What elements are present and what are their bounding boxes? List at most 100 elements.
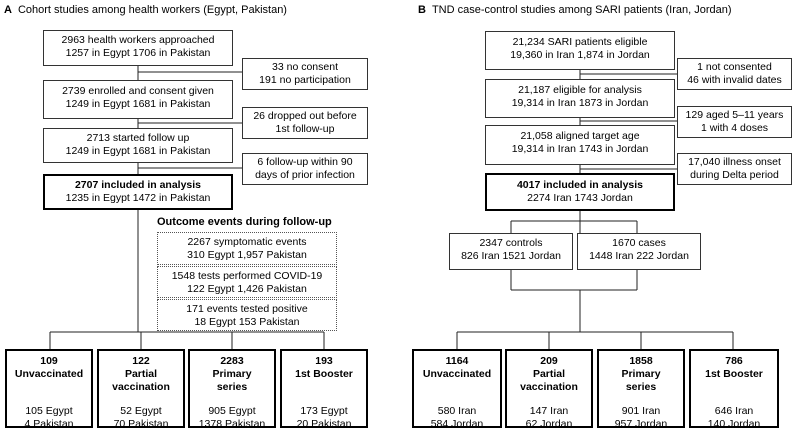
a-analysis-split: 1235 in Egypt 1472 in Pakistan xyxy=(65,192,211,204)
panel-a-letter: A xyxy=(4,4,12,16)
b-excl-2-line1: 129 aged 5–11 years xyxy=(685,109,784,121)
b-excl-1-line2: 46 with invalid dates xyxy=(687,74,782,86)
b-analysis-eligible-split: 19,314 in Iran 1873 in Jordan xyxy=(511,97,649,109)
panel-b-title-text: TND case-control studies among SARI pati… xyxy=(431,4,732,16)
b-final-partial-box: 209 Partial vaccination 147 Iran 62 Jord… xyxy=(505,349,593,430)
a-final-3-c2: 1378 Pakistan xyxy=(198,418,266,430)
a-followup-split: 1249 in Egypt 1681 in Pakistan xyxy=(65,145,211,157)
a-excl-3-line1: 6 follow-up within 90 xyxy=(257,156,353,168)
a-excl-1-line1: 33 no consent xyxy=(272,61,338,73)
a-analysis-box: 2707 included in analysis 1235 in Egypt … xyxy=(43,174,233,210)
b-eligible-split: 19,360 in Iran 1,874 in Jordan xyxy=(510,49,650,61)
b-excl-3-line2: during Delta period xyxy=(690,169,779,181)
a-enrolled-box: 2739 enrolled and consent given 1249 in … xyxy=(43,80,233,119)
a-enrolled-total: 2739 enrolled and consent given xyxy=(62,85,214,97)
a-final-3-label1: Primary xyxy=(212,368,252,380)
a-followup-box: 2713 started follow up 1249 in Egypt 168… xyxy=(43,128,233,163)
a-final-primary-box: 2283 Primary series 905 Egypt 1378 Pakis… xyxy=(188,349,276,430)
b-final-1-n: 1164 xyxy=(445,355,469,367)
b-final-3-n: 1858 xyxy=(629,355,653,367)
panel-b-title: B TND case-control studies among SARI pat… xyxy=(418,4,732,16)
b-controls-box: 2347 controls 826 Iran 1521 Jordan xyxy=(449,233,573,270)
a-final-4-label: 1st Booster xyxy=(295,368,353,380)
a-final-unvaccinated-box: 109 Unvaccinated 105 Egypt 4 Pakistan xyxy=(5,349,93,430)
a-outcome-2-line1: 1548 tests performed COVID-19 xyxy=(171,270,323,282)
a-excl-2-line2: 1st follow-up xyxy=(275,123,335,135)
a-outcome-1-line2: 310 Egypt 1,957 Pakistan xyxy=(187,249,307,261)
a-excl-3-box: 6 follow-up within 90 days of prior infe… xyxy=(242,153,368,185)
a-final-1-n: 109 xyxy=(40,355,58,367)
b-final-4-c1: 646 Iran xyxy=(714,405,754,417)
b-analysis-total: 4017 included in analysis xyxy=(516,179,644,191)
a-approached-split: 1257 in Egypt 1706 in Pakistan xyxy=(65,47,211,59)
b-cases-split: 1448 Iran 222 Jordan xyxy=(589,250,689,262)
b-final-2-label2: vaccination xyxy=(520,381,578,393)
a-final-2-c2: 70 Pakistan xyxy=(113,418,169,430)
a-final-booster-box: 193 1st Booster 173 Egypt 20 Pakistan xyxy=(280,349,368,430)
a-outcome-1-line1: 2267 symptomatic events xyxy=(187,236,307,248)
b-final-4-label: 1st Booster xyxy=(705,368,763,380)
b-final-1-c2: 584 Jordan xyxy=(430,418,484,430)
b-final-2-label1: Partial xyxy=(532,368,566,380)
a-final-1-c1: 105 Egypt xyxy=(25,405,73,417)
b-controls-split: 826 Iran 1521 Jordan xyxy=(461,250,561,262)
b-final-3-c2: 957 Jordan xyxy=(614,418,668,430)
panel-b-letter: B xyxy=(418,4,426,16)
b-excl-2-box: 129 aged 5–11 years 1 with 4 doses xyxy=(677,106,792,138)
b-final-1-c1: 580 Iran xyxy=(437,405,477,417)
a-excl-2-line1: 26 dropped out before xyxy=(253,110,357,122)
b-final-1-label: Unvaccinated xyxy=(422,368,492,380)
a-outcome-2-box: 1548 tests performed COVID-19 122 Egypt … xyxy=(157,266,337,298)
b-excl-3-box: 17,040 illness onset during Delta period xyxy=(677,153,792,185)
b-final-3-label2: series xyxy=(625,381,657,393)
b-eligible-box: 21,234 SARI patients eligible 19,360 in … xyxy=(485,31,675,70)
a-final-3-n: 2283 xyxy=(220,355,244,367)
a-excl-1-line2: 191 no participation xyxy=(259,74,351,86)
a-final-2-n: 122 xyxy=(132,355,150,367)
a-outcome-1-box: 2267 symptomatic events 310 Egypt 1,957 … xyxy=(157,232,337,265)
b-final-primary-box: 1858 Primary series 901 Iran 957 Jordan xyxy=(597,349,685,430)
a-final-2-label1: Partial xyxy=(124,368,158,380)
b-final-3-c1: 901 Iran xyxy=(621,405,661,417)
b-excl-2-line2: 1 with 4 doses xyxy=(700,122,769,134)
a-outcome-3-line2: 18 Egypt 153 Pakistan xyxy=(194,316,300,328)
b-excl-1-box: 1 not consented 46 with invalid dates xyxy=(677,58,792,90)
b-cases-total: 1670 cases xyxy=(612,237,666,249)
b-age-total: 21,058 aligned target age xyxy=(520,130,640,142)
a-analysis-total: 2707 included in analysis xyxy=(74,179,202,191)
a-final-4-c2: 20 Pakistan xyxy=(296,418,352,430)
a-final-4-c1: 173 Egypt xyxy=(300,405,348,417)
a-final-partial-box: 122 Partial vaccination 52 Egypt 70 Paki… xyxy=(97,349,185,430)
a-approached-box: 2963 health workers approached 1257 in E… xyxy=(43,30,233,66)
b-final-unvaccinated-box: 1164 Unvaccinated 580 Iran 584 Jordan xyxy=(412,349,502,430)
a-final-3-c1: 905 Egypt xyxy=(208,405,256,417)
b-final-4-c2: 140 Jordan xyxy=(707,418,761,430)
a-final-2-c1: 52 Egypt xyxy=(120,405,162,417)
b-final-2-c2: 62 Jordan xyxy=(525,418,573,430)
a-final-1-label: Unvaccinated xyxy=(14,368,84,380)
b-final-4-n: 786 xyxy=(725,355,743,367)
panel-a-title-text: Cohort studies among health workers (Egy… xyxy=(17,4,287,16)
b-age-box: 21,058 aligned target age 19,314 in Iran… xyxy=(485,125,675,165)
a-excl-2-box: 26 dropped out before 1st follow-up xyxy=(242,107,368,139)
b-eligible-total: 21,234 SARI patients eligible xyxy=(512,36,648,48)
b-analysis-split: 2274 Iran 1743 Jordan xyxy=(527,192,633,204)
a-final-1-c2: 4 Pakistan xyxy=(24,418,74,430)
a-outcome-title: Outcome events during follow-up xyxy=(157,216,332,228)
a-excl-1-box: 33 no consent 191 no participation xyxy=(242,58,368,90)
a-final-4-n: 193 xyxy=(315,355,333,367)
a-outcome-3-line1: 171 events tested positive xyxy=(186,303,308,315)
b-analysis-eligible-box: 21,187 eligible for analysis 19,314 in I… xyxy=(485,79,675,118)
b-final-booster-box: 786 1st Booster 646 Iran 140 Jordan xyxy=(689,349,779,430)
a-enrolled-split: 1249 in Egypt 1681 in Pakistan xyxy=(65,98,211,110)
a-final-2-label2: vaccination xyxy=(112,381,170,393)
b-excl-3-line1: 17,040 illness onset xyxy=(688,156,781,168)
a-followup-total: 2713 started follow up xyxy=(86,132,190,144)
panel-a-title: A Cohort studies among health workers (Eg… xyxy=(4,4,287,16)
b-analysis-box: 4017 included in analysis 2274 Iran 1743… xyxy=(485,173,675,211)
b-cases-box: 1670 cases 1448 Iran 222 Jordan xyxy=(577,233,701,270)
a-outcome-3-box: 171 events tested positive 18 Egypt 153 … xyxy=(157,299,337,331)
b-final-3-label1: Primary xyxy=(621,368,661,380)
b-analysis-eligible-total: 21,187 eligible for analysis xyxy=(518,84,642,96)
